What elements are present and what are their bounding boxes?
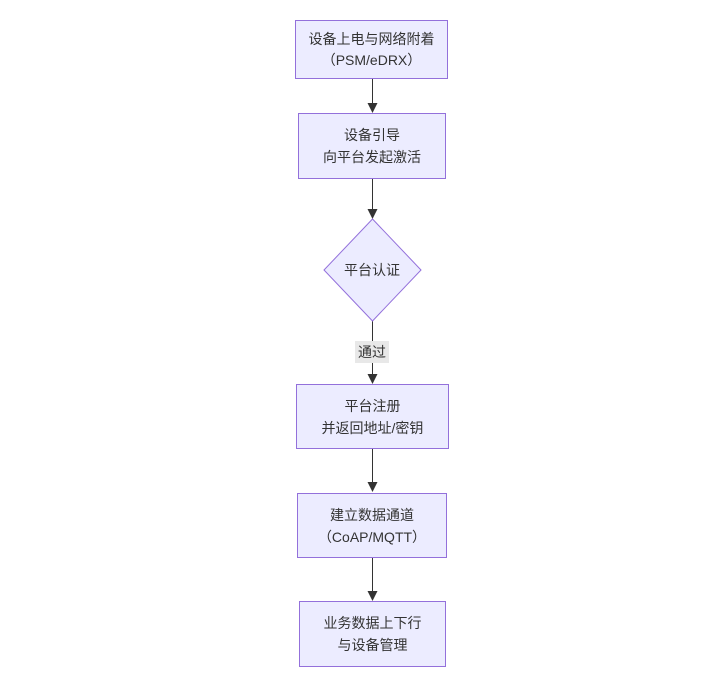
node-business-data: 业务数据上下行 与设备管理 — [299, 601, 446, 667]
node-device-bootstrap-label: 设备引导 向平台发起激活 — [323, 127, 421, 165]
edge-label-pass: 通过 — [355, 341, 389, 363]
node-power-network-attach-label: 设备上电与网络附着 （PSM/eDRX） — [308, 30, 435, 68]
node-power-network-attach: 设备上电与网络附着 （PSM/eDRX） — [295, 20, 448, 79]
node-device-bootstrap: 设备引导 向平台发起激活 — [298, 113, 446, 179]
node-platform-auth-label: 平台认证 — [344, 262, 400, 278]
node-platform-register: 平台注册 并返回地址/密钥 — [296, 384, 449, 449]
node-data-channel: 建立数据通道 （CoAP/MQTT） — [297, 493, 447, 558]
node-business-data-label: 业务数据上下行 与设备管理 — [323, 615, 422, 653]
node-platform-register-label: 平台注册 并返回地址/密钥 — [321, 397, 424, 436]
node-data-channel-label: 建立数据通道 （CoAP/MQTT） — [317, 506, 427, 545]
